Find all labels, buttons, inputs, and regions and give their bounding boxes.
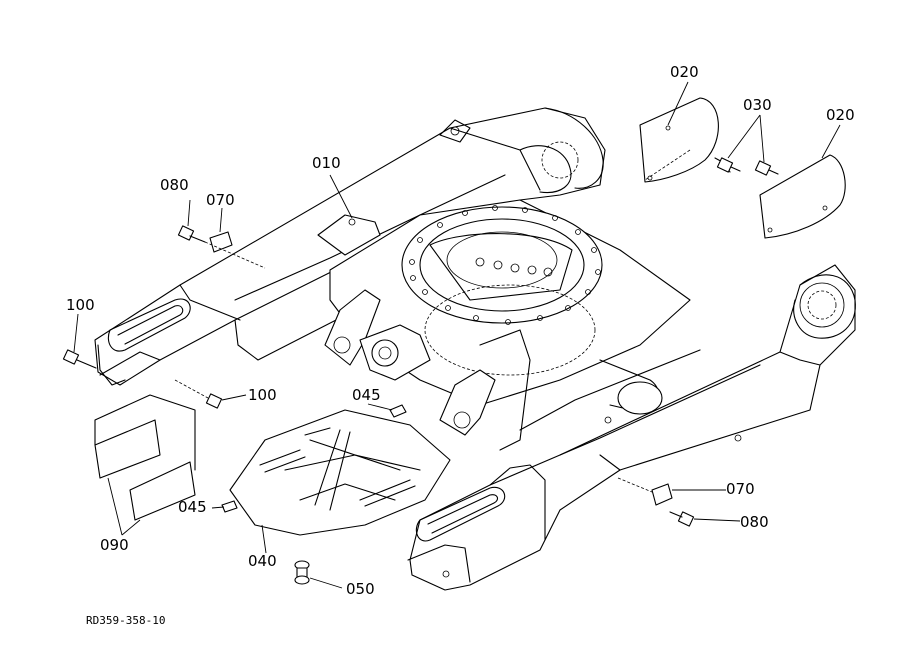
part-020-cover-right xyxy=(759,154,846,239)
part-070-clip-right xyxy=(651,483,673,506)
leader-lines xyxy=(73,81,841,589)
callout-030: 030 xyxy=(743,96,772,114)
drawing-reference: RD359-358-10 xyxy=(86,614,165,627)
part-070-clip-left xyxy=(209,231,233,253)
callout-080-right: 080 xyxy=(740,513,769,531)
callout-045-lower: 045 xyxy=(178,498,207,516)
part-080-bolt-left xyxy=(177,225,206,243)
callout-080-left: 080 xyxy=(160,176,189,194)
callout-labels: 010 020 020 030 040 045 045 050 070 070 … xyxy=(66,63,855,598)
callout-020-left: 020 xyxy=(670,63,699,81)
part-050-bolt xyxy=(294,560,310,585)
callout-100-upper: 100 xyxy=(66,296,95,314)
part-040-undercover xyxy=(229,409,451,536)
callout-090: 090 xyxy=(100,536,129,554)
part-045-shim-upper xyxy=(389,404,407,418)
part-020-cover-left xyxy=(639,97,719,183)
callout-070-right: 070 xyxy=(726,480,755,498)
part-030-bolts xyxy=(714,157,779,176)
center-frame xyxy=(324,199,691,451)
callout-100-lower: 100 xyxy=(248,386,277,404)
part-045-shim-lower xyxy=(221,500,238,513)
part-100-bolt-lower xyxy=(174,379,223,409)
part-090-guards xyxy=(94,394,196,521)
callout-070-left: 070 xyxy=(206,191,235,209)
callout-050: 050 xyxy=(346,580,375,598)
callout-020-right: 020 xyxy=(826,106,855,124)
part-080-bolt-right xyxy=(669,511,695,527)
right-track-frame xyxy=(407,264,856,591)
callout-040: 040 xyxy=(248,552,277,570)
part-010-bracket xyxy=(317,214,381,256)
part-100-bolt-upper xyxy=(62,349,97,369)
callout-045-upper: 045 xyxy=(352,386,381,404)
callout-010: 010 xyxy=(312,154,341,172)
